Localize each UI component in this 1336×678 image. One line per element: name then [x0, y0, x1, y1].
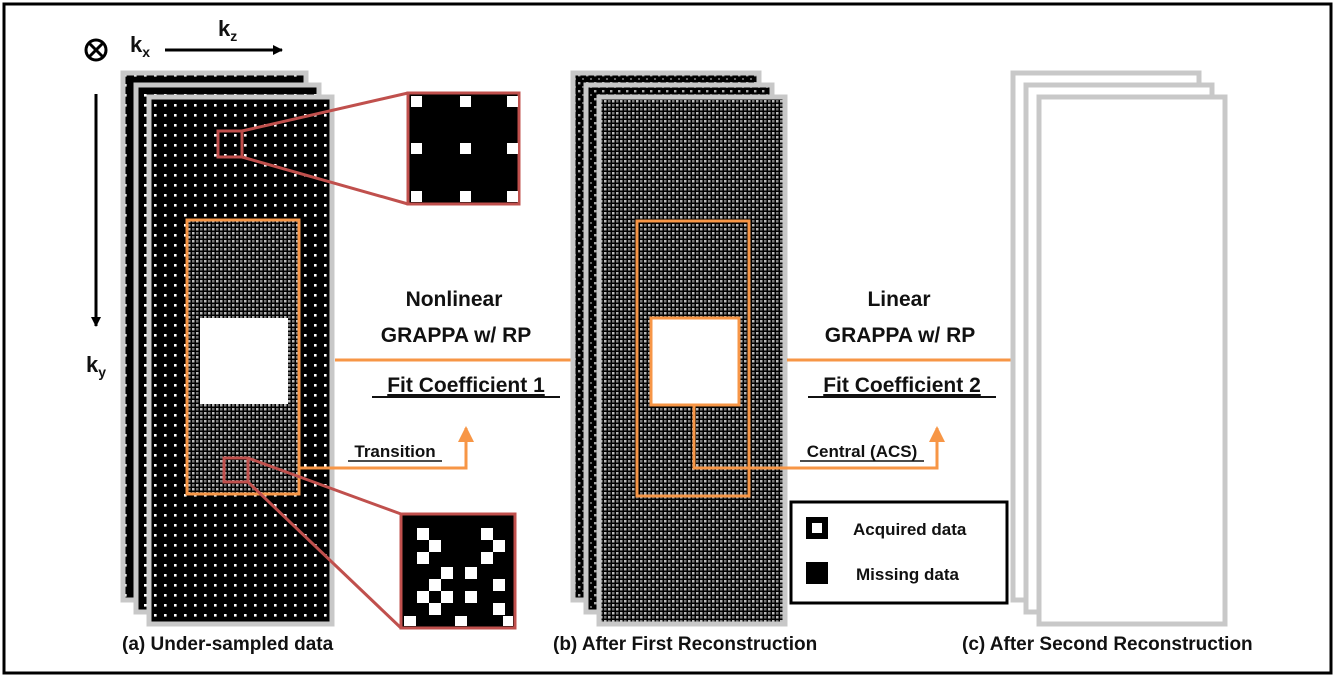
- panel-b-stack: [570, 70, 788, 627]
- caption-a: (a) Under-sampled data: [122, 634, 334, 655]
- axis-indicators: kx kz ky: [84, 16, 283, 380]
- kx-label: kx: [130, 32, 150, 60]
- kz-label: kz: [218, 16, 237, 44]
- kx-into-page-icon: [84, 38, 108, 62]
- step2-method-line2: GRAPPA w/ RP: [825, 324, 976, 347]
- step1-method-line1: Nonlinear: [406, 288, 503, 311]
- caption-c: (c) After Second Reconstruction: [962, 634, 1253, 655]
- acs-region: [200, 318, 288, 404]
- zoom-connector-bottom-1: [247, 456, 402, 516]
- caption-b: (b) After First Reconstruction: [553, 634, 817, 655]
- zoom-inset-sparse: [406, 91, 521, 206]
- legend-acquired-swatch: [806, 517, 828, 539]
- step1-method-line2: GRAPPA w/ RP: [381, 324, 532, 347]
- legend-acquired-label: Acquired data: [853, 520, 967, 539]
- legend-missing-label: Missing data: [856, 565, 960, 584]
- panel-c-front-slice: [1036, 94, 1228, 627]
- step2-method-line1: Linear: [867, 288, 930, 311]
- legend-missing-swatch: [806, 562, 828, 584]
- legend: Acquired data Missing data: [789, 500, 1009, 605]
- acs-feed-arrow: [692, 405, 945, 470]
- panel-c-stack: [1010, 70, 1228, 627]
- step2-connector: [692, 352, 1035, 470]
- zoom-connector-top-1: [241, 91, 409, 133]
- panel-a-stack: [120, 70, 409, 630]
- step1-fit-label: Fit Coefficient 1: [387, 374, 545, 397]
- zoom-source-bottom: [222, 456, 250, 484]
- zoom-source-top: [216, 129, 244, 159]
- zoom-inset-transition: [399, 512, 517, 630]
- step1-source-label: Transition: [354, 442, 435, 461]
- step1-connector: [299, 352, 599, 470]
- panel-b-transition-outline: [635, 219, 751, 498]
- panel-b-acs-region: [649, 316, 741, 407]
- zoom-connector-top-2: [241, 155, 409, 206]
- ky-label: ky: [86, 352, 106, 380]
- transition-feed-arrow: [299, 426, 474, 470]
- step2-fit-label: Fit Coefficient 2: [823, 374, 981, 397]
- step2-source-label: Central (ACS): [807, 442, 918, 461]
- zoom-connector-bottom-2: [246, 480, 403, 630]
